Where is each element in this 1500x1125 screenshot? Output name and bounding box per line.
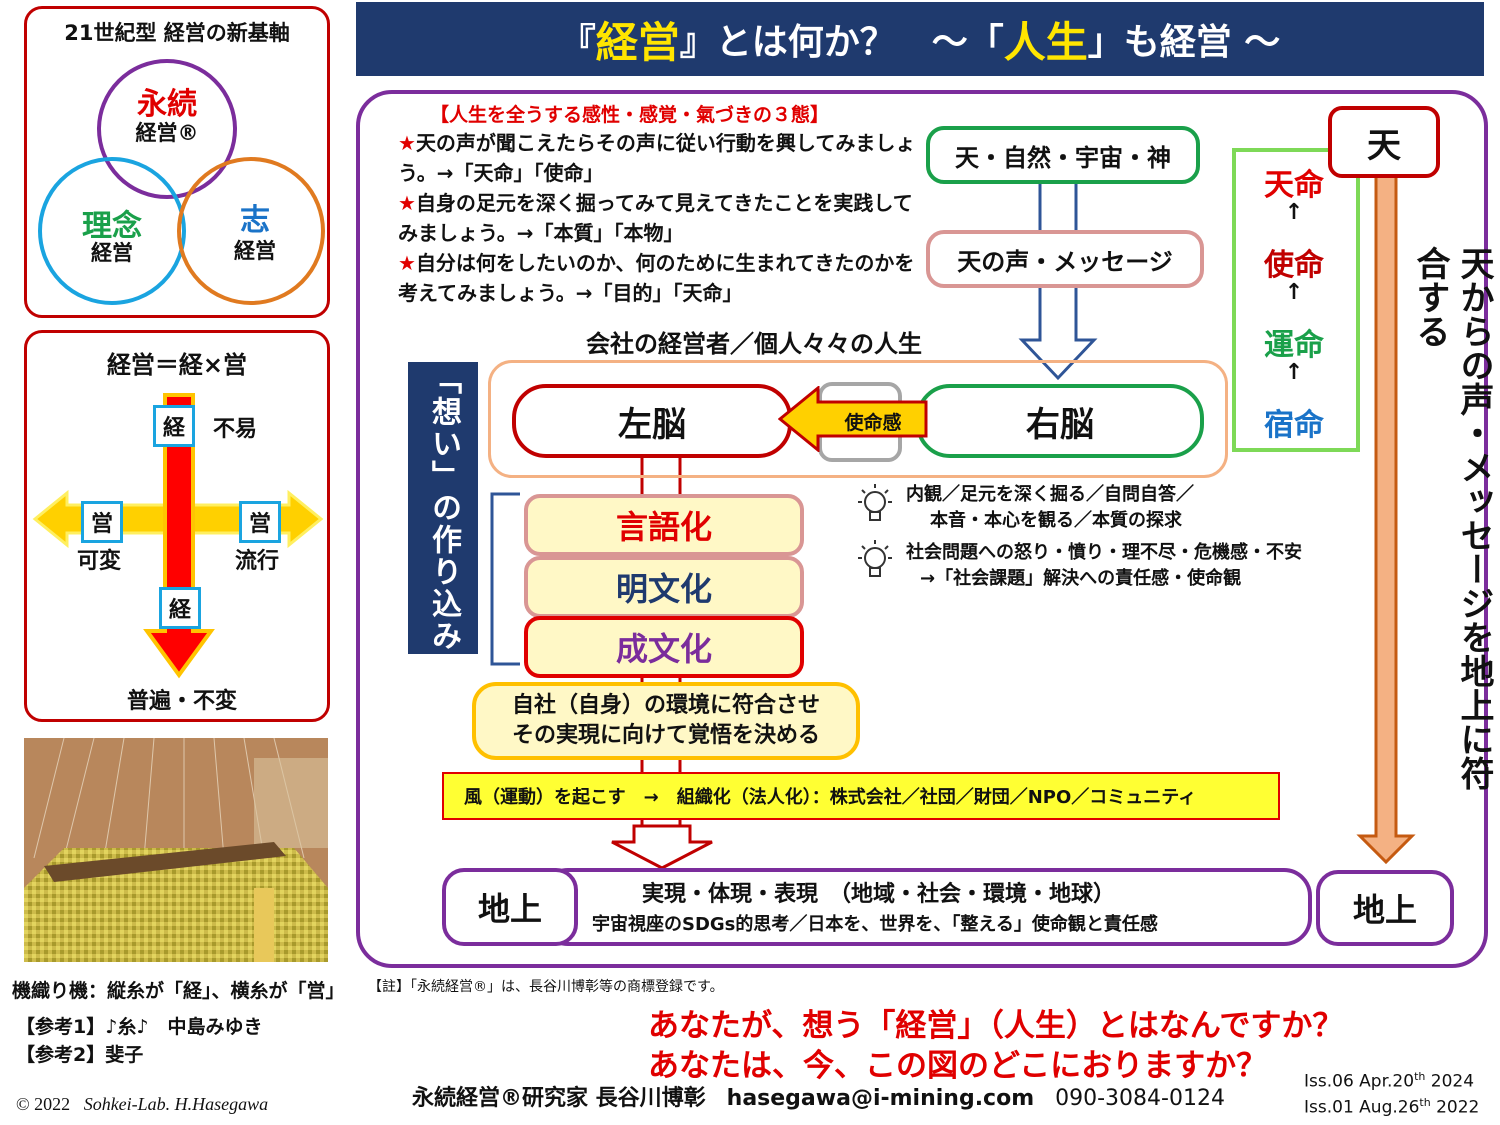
star-icon: ★	[398, 251, 416, 275]
ei-right-box: 営	[239, 501, 281, 543]
reference-1: 【参考1】♪糸♪ 中島みゆき	[16, 1016, 263, 1038]
eizoku-label: 永続	[137, 87, 197, 122]
realize-line-1: 実現・体現・表現 （地域・社会・環境・地球）	[642, 882, 1116, 907]
kaze-band: 風（運動）を起こす → 組織化（法人化）：株式会社／社団／財団／NPO／コミュニ…	[442, 772, 1280, 820]
three-states-item: ★自身の足元を深く掘ってみて見えてきたことを実践してみましょう。→「本質」「本物…	[398, 191, 913, 245]
right-brain-box: 右脳	[916, 384, 1204, 458]
rinen-circle	[38, 157, 186, 305]
cross-heading: 経営＝経×営	[106, 351, 248, 379]
decide-line-2: その実現に向けて覚悟を決める	[511, 723, 820, 748]
question-2: あなたは、今、この図のどこにおりますか？	[648, 1048, 1268, 1084]
decide-line-1: 自社（自身）の環境に符合させ	[511, 693, 820, 718]
title-part3: 」も経営 ～	[1087, 22, 1281, 63]
author-name: 永続経営®研究家 長谷川博彰	[412, 1086, 706, 1111]
kokorozashi-sub: 経営	[234, 239, 276, 263]
chijo-box: 地上	[442, 868, 578, 946]
shukumei-label: 宿命	[1264, 408, 1324, 443]
venn-panel: 21世紀型 経営の新基軸 永続 経営® 理念 経営 志 経営	[24, 6, 330, 318]
shimei-label: 使命	[1264, 248, 1324, 283]
copyright: © 2022 Sohkei-Lab. H.Hasegawa	[16, 1094, 268, 1115]
ten-shizen-box: 天・自然・宇宙・神	[926, 126, 1200, 184]
chijo-right-box: 地上	[1316, 870, 1454, 946]
photo-caption: 機織り機：縦糸が「経」、横糸が「営」	[12, 980, 345, 1002]
meibunka-box: 明文化	[524, 556, 804, 618]
three-states-list: ★天の声が聞こえたらその声に従い行動を興してみましょう。→「天命」「使命」 ★自…	[398, 128, 918, 308]
gengoka-box: 言語化	[524, 494, 804, 556]
fuhen-label: 普遍・不変	[126, 689, 237, 714]
main-frame	[356, 90, 1488, 968]
reference-2: 【参考2】斐子	[16, 1044, 144, 1066]
realize-line-2: 宇宙視座のSDGs的思考／日本を、世界を、「整える」使命観と責任感	[592, 914, 1158, 935]
verbalize-bracket	[490, 492, 520, 666]
author-line: 永続経営®研究家 長谷川博彰 hasegawa@i-mining.com 090…	[412, 1080, 1225, 1112]
ei-left-box: 営	[81, 501, 123, 543]
trademark-note: 【註】「永続経営®」は、長谷川博彰等の商標登録です。	[368, 979, 724, 995]
star-icon: ★	[398, 191, 416, 215]
fueki-label: 不易	[213, 417, 258, 442]
ten-box: 天	[1328, 106, 1440, 178]
chijo-down-arrow	[611, 824, 713, 870]
venn-circles	[38, 59, 325, 305]
shimeikan-label: 使命感	[844, 411, 902, 434]
company-line: 会社の経営者／個人々々の人生	[586, 330, 922, 358]
rinen-sub: 経営	[91, 241, 133, 265]
three-states-heading: 【人生を全うする感性・感覚・氣づきの３態】	[430, 104, 830, 126]
kei-top-box: 経	[153, 405, 195, 447]
title-keiei: 経営	[595, 17, 680, 67]
arrow-up-icon: ↑	[1284, 200, 1304, 225]
arrow-up-icon: ↑	[1284, 360, 1304, 385]
title-part2: 』とは何か？ ～「	[679, 22, 1004, 63]
title-jinsei: 人生	[1003, 17, 1088, 67]
kokorozashi-label: 志	[240, 203, 270, 238]
brain-container	[488, 360, 1228, 478]
shimeikan-arrow	[778, 386, 928, 452]
eizoku-sub: 経営®	[135, 121, 199, 145]
loom-photo	[24, 738, 328, 962]
decide-box: 自社（自身）の環境に符合させ その実現に向けて覚悟を決める	[472, 682, 860, 760]
insight-2: 社会問題への怒り・憤り・理不尽・危機感・不安 →「社会課題」解決への責任感・使命…	[906, 542, 1302, 589]
ryuko-label: 流行	[235, 549, 280, 574]
star-icon: ★	[398, 131, 416, 155]
kahen-label: 可変	[77, 549, 122, 574]
cross-panel: 経営＝経×営 経 不易 営 可変 営 流行 経 普遍・不変	[24, 330, 330, 722]
kei-bottom-box: 経	[159, 587, 201, 629]
question-1: あなたが、想う「経営」（人生）とはなんですか？	[648, 1008, 1344, 1044]
ten-no-koe-box: 天の声・メッセージ	[926, 230, 1204, 288]
omoi-banner: 「想い」の作り込み	[408, 362, 478, 654]
author-email[interactable]: hasegawa@i-mining.com	[726, 1086, 1035, 1111]
arrow-up-icon: ↑	[1284, 280, 1304, 305]
eizoku-circle	[97, 59, 237, 199]
issue-2: Iss.01 Aug.26th 2022	[1304, 1096, 1480, 1118]
three-states-item: ★天の声が聞こえたらその声に従い行動を興してみましょう。→「天命」「使命」	[398, 131, 916, 185]
copyright-name: Sohkei-Lab. H.Hasegawa	[83, 1094, 269, 1114]
kokorozashi-circle	[177, 157, 325, 305]
ten-to-chijo-arrow	[1356, 174, 1416, 865]
title-part1: 『	[559, 22, 596, 63]
rinen-label: 理念	[82, 209, 142, 244]
vertical-message: 天からの声・メッセージを地上に符合する	[1410, 246, 1494, 790]
copyright-year: © 2022	[16, 1094, 71, 1114]
seibunka-box: 成文化	[524, 616, 804, 678]
author-phone: 090-3084-0124	[1055, 1086, 1225, 1111]
lightbulb-icon	[858, 540, 892, 577]
left-brain-box: 左脳	[512, 384, 792, 458]
unmei-label: 運命	[1264, 328, 1324, 363]
insight-1: 内観／足元を深く掘る／自問自答／ 本音・本心を観る／本質の探求	[906, 484, 1194, 531]
destiny-box	[1232, 148, 1360, 452]
issue-1: Iss.06 Apr.20th 2024	[1304, 1070, 1475, 1092]
three-states-item: ★自分は何をしたいのか、何のために生まれてきたのかを考えてみましょう。→「目的」…	[398, 251, 915, 305]
tenmei-label: 天命	[1264, 168, 1324, 203]
lightbulb-icon	[858, 484, 892, 521]
page-title: 『 経営 』とは何か？ ～「 人生 」も経営 ～	[356, 2, 1484, 76]
venn-heading: 21世紀型 経営の新基軸	[64, 21, 290, 45]
